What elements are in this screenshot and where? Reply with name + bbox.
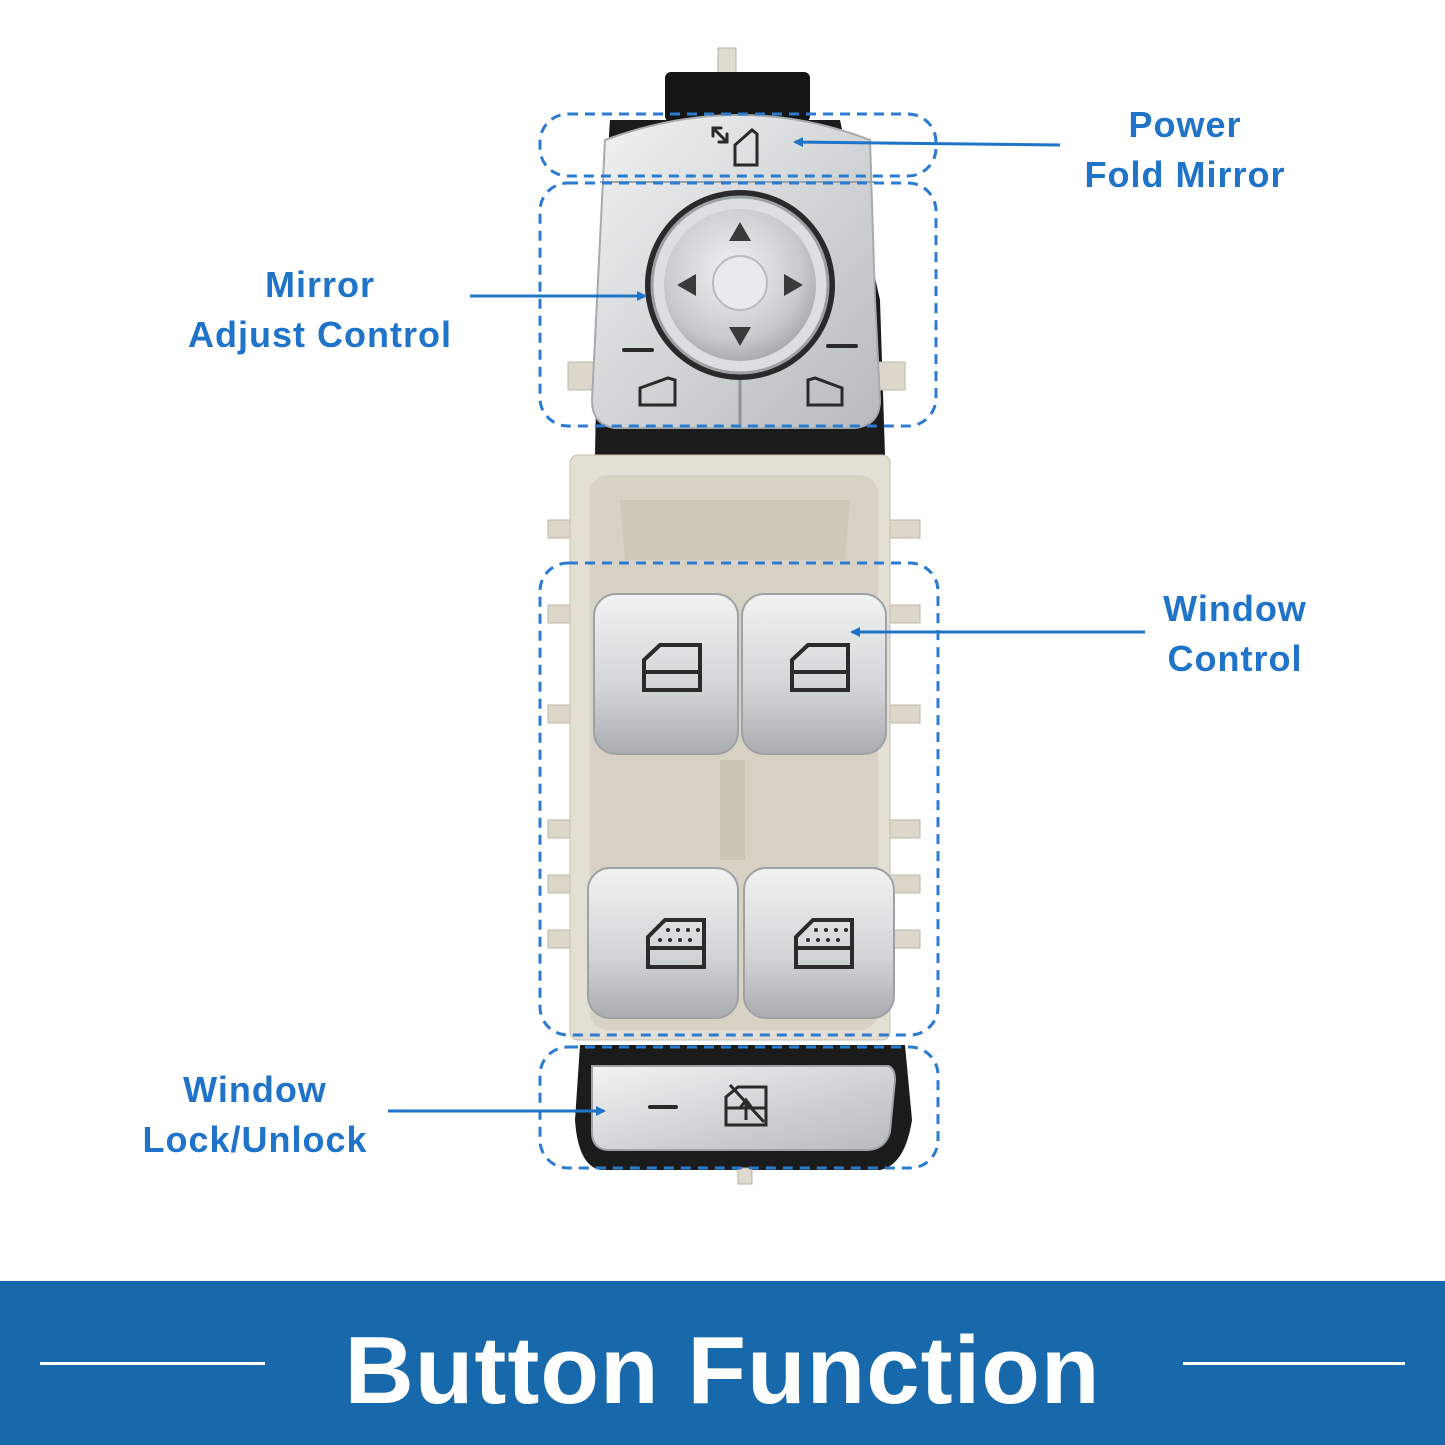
- highlight-window-lock: [538, 1045, 940, 1170]
- callout-line: Window: [183, 1069, 327, 1110]
- left-mirror-icon: [638, 376, 677, 407]
- window-button-rear-right[interactable]: [743, 867, 895, 1019]
- bottom-connector: [737, 1167, 753, 1185]
- banner-title: Button Function: [344, 1317, 1101, 1424]
- callout-line: Mirror: [264, 264, 375, 305]
- window-button-rear-left[interactable]: [587, 867, 739, 1019]
- callout-line: Fold Mirror: [1084, 154, 1286, 195]
- window-lock-button[interactable]: [591, 1065, 897, 1151]
- top-connector: [665, 47, 810, 122]
- arrow-left-icon: [677, 274, 696, 296]
- arrow-down-icon: [729, 327, 751, 346]
- callout-line: Adjust Control: [188, 314, 452, 355]
- front-window-icon: [642, 643, 702, 692]
- callout-mirror-adjust-control: Mirror Adjust Control: [150, 260, 490, 360]
- window-button-front-right[interactable]: [741, 593, 887, 755]
- child-lock-icon: [724, 1083, 768, 1127]
- mirror-adjust-knob[interactable]: [645, 190, 835, 380]
- title-banner: Button Function: [0, 1281, 1445, 1445]
- arrow-right-icon: [784, 274, 803, 296]
- window-button-front-left[interactable]: [593, 593, 739, 755]
- right-mirror-select[interactable]: [806, 344, 858, 407]
- arrow-up-icon: [729, 222, 751, 241]
- fold-mirror-icon: [711, 126, 759, 167]
- highlight-window-control: [538, 561, 940, 1037]
- callout-line: Power: [1128, 104, 1242, 145]
- callout-line: Window: [1163, 588, 1307, 629]
- callout-line: Lock/Unlock: [142, 1119, 368, 1160]
- window-switch-diagram: [388, 47, 1145, 1185]
- front-window-icon: [790, 643, 850, 692]
- callout-window-lock-unlock: Window Lock/Unlock: [110, 1065, 400, 1165]
- callout-arrows: [388, 137, 1145, 1116]
- highlight-mirror-adjust: [538, 181, 938, 428]
- callout-power-fold-mirror: Power Fold Mirror: [1050, 100, 1320, 200]
- banner-rule-right: [1183, 1362, 1405, 1365]
- callout-line: Control: [1167, 638, 1303, 679]
- rear-window-icon: [794, 918, 854, 969]
- left-mirror-select[interactable]: [622, 348, 677, 407]
- rear-window-icon: [646, 918, 706, 969]
- arrow-power-fold: [793, 137, 1061, 148]
- highlight-boxes: [538, 112, 940, 1170]
- right-mirror-icon: [806, 376, 844, 407]
- banner-rule-left: [40, 1362, 265, 1365]
- highlight-power-fold: [538, 112, 938, 178]
- callout-window-control: Window Control: [1120, 584, 1350, 684]
